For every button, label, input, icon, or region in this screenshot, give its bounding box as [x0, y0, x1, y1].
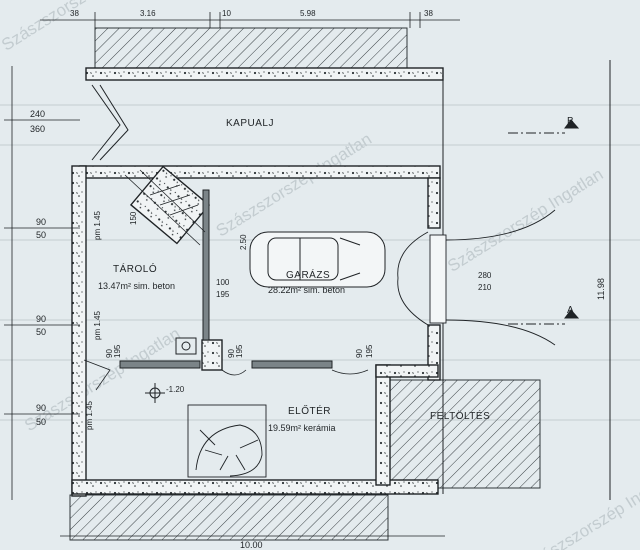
room-label-garazs: GARÁZS [286, 268, 330, 281]
dim-bottom-total: 10.00 [240, 540, 263, 550]
dim-door-b-90: 90 [227, 349, 236, 358]
dim-door-195: 195 [216, 290, 230, 299]
dim-left-2a: 90 [36, 314, 46, 324]
dim-garage-280: 280 [478, 271, 492, 280]
room-area-garazs: 28.22m² sim. beton [268, 285, 345, 295]
dim-door-b-195: 195 [235, 344, 244, 358]
room-label-tarolo: TÁROLÓ [113, 262, 157, 275]
spiral-stair [187, 404, 267, 478]
room-label-kapualj: KAPUALJ [226, 118, 274, 129]
dim-left-1b: 50 [36, 230, 46, 240]
utility-box [175, 337, 197, 355]
section-label-a: A [567, 305, 574, 316]
dim-top-2: 10 [222, 9, 231, 18]
svg-text:Szászszorszép Ingatlan: Szászszorszép Ingatlan [444, 165, 606, 276]
dim-garage-210: 210 [478, 283, 492, 292]
kapualj-door-leaves [91, 84, 129, 161]
svg-text:Szászszorszép Ingatlan: Szászszorszép Ingatlan [213, 129, 375, 240]
dim-right-total: 11.98 [596, 278, 606, 300]
section-mark-a [508, 309, 580, 325]
room-label-eloter: ELŐTÉR [288, 403, 331, 417]
level-label: -1.20 [166, 385, 185, 394]
level-marker [145, 383, 165, 403]
dim-pm-2: pm 1.45 [85, 401, 94, 430]
dim-pm-0: pm 1.45 [93, 211, 102, 240]
room-label-feltoltes: FELTÖLTÉS [430, 409, 490, 422]
dim-top-0: 38 [70, 9, 79, 18]
dim-left-3b: 50 [36, 417, 46, 427]
dim-car-250: 2.50 [239, 234, 248, 250]
dim-left-0a: 240 [30, 109, 45, 119]
top-dimension-line [40, 12, 460, 28]
dim-door-c-90: 90 [355, 349, 364, 358]
room-area-tarolo: 13.47m² sim. beton [98, 281, 175, 291]
dim-top-4: 38 [424, 9, 433, 18]
dim-top-3: 5.98 [300, 9, 316, 18]
dim-left-2b: 50 [36, 327, 46, 337]
section-label-b: B [567, 116, 574, 127]
room-area-eloter: 19.59m² kerámia [268, 423, 336, 433]
storage-stair [124, 169, 206, 246]
dim-left-3a: 90 [36, 403, 46, 413]
dim-door-a-90: 90 [105, 349, 114, 358]
dim-left-1a: 90 [36, 217, 46, 227]
bottom-hatch-strip [69, 494, 389, 541]
walls [71, 67, 444, 497]
dim-door-100: 100 [216, 278, 230, 287]
top-hatch-strip [94, 27, 408, 69]
garage-door-swing [397, 209, 556, 346]
dim-top-1: 3.16 [140, 9, 156, 18]
feltoltes-hatch [389, 379, 541, 489]
interior-door-swings [83, 359, 369, 391]
section-mark-b [508, 119, 580, 134]
left-dimension-line [4, 66, 80, 500]
dim-pm-1: pm 1.45 [93, 311, 102, 340]
dim-door-a-195: 195 [113, 344, 122, 358]
car-icon [249, 231, 386, 288]
utility-socket-icon [181, 341, 191, 351]
dim-stair-150: 150 [129, 211, 138, 225]
dim-door-c-195: 195 [365, 344, 374, 358]
dim-left-0b: 360 [30, 124, 45, 134]
partitions [119, 189, 333, 369]
